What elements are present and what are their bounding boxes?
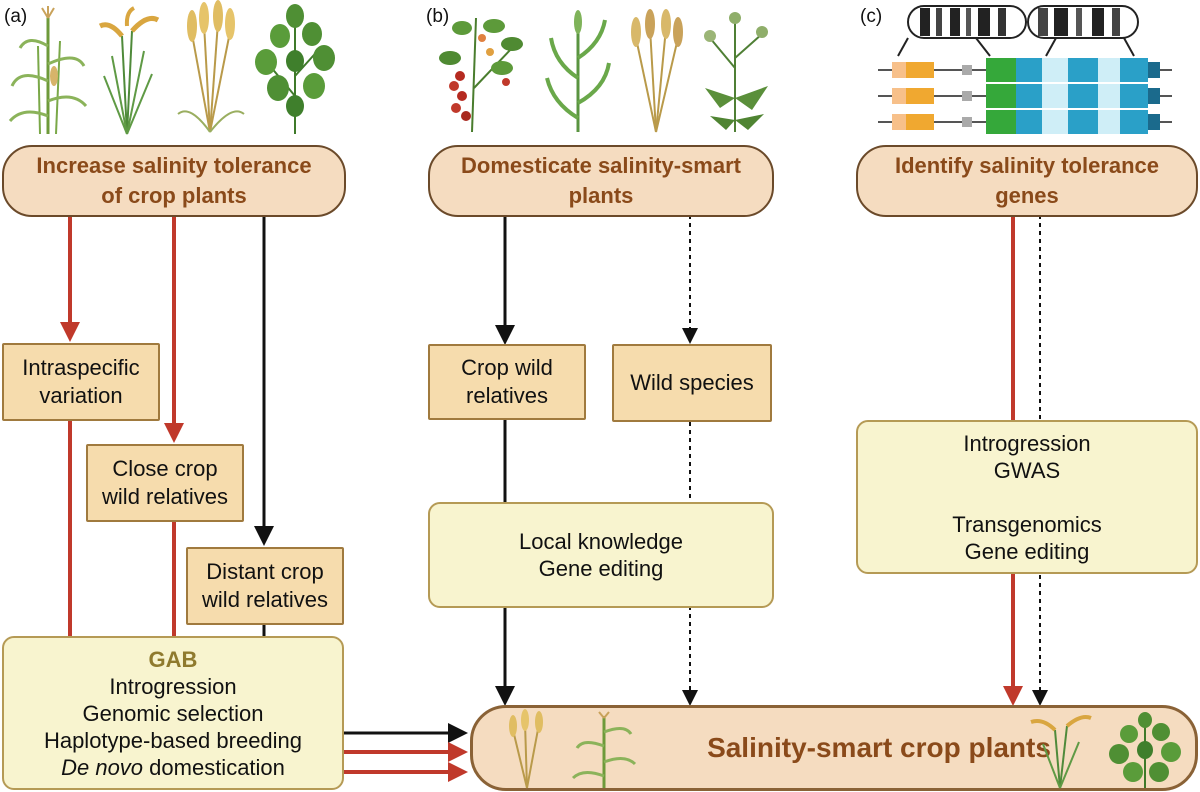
arrow-a-intraspecific [60, 215, 80, 342]
header-increase-tolerance-text: Increase salinity tolerance of crop plan… [36, 153, 312, 208]
chromosome-icon [897, 5, 1139, 57]
rice-plant-icon-final [1030, 715, 1092, 789]
wheat-plant-icon-b [631, 9, 683, 133]
arrow-b-crop-wild [495, 215, 515, 345]
panel-label-b: (b) [426, 6, 450, 27]
wheat-plant-icon [177, 0, 245, 133]
gene-row-2 [878, 84, 1172, 108]
gab-haplotype-breeding: Haplotype-based breeding [43, 727, 303, 753]
gab-genomic-selection: Genomic selection [82, 700, 264, 726]
arrow-b-methods-final [495, 608, 515, 706]
box-gab: GAB Introgression Genomic selection Hapl… [2, 636, 344, 790]
wheat-plant-icon-final [509, 709, 543, 789]
crop-wild-relatives-text: Crop wild relatives [461, 355, 553, 408]
gab-title: GAB [148, 646, 198, 672]
gene-model-icon [878, 58, 1172, 134]
panel-label-c: (c) [860, 6, 883, 27]
gene-methods-text: Introgression GWAS Transgenomics Gene ed… [952, 430, 1102, 564]
grass-plant-icon [545, 10, 611, 132]
arrow-gab-final-red-1 [344, 742, 468, 762]
arrow-b-wild-final [682, 422, 698, 706]
soybean-plant-icon-final [1109, 712, 1181, 788]
arrow-a-distant [254, 215, 274, 546]
final-title: Salinity-smart crop plants [707, 732, 1051, 763]
maize-plant-icon-final [571, 711, 637, 788]
close-wild-relatives-text: Close crop wild relatives [102, 456, 228, 509]
box-intraspecific-variation: Intraspecific variation [2, 343, 160, 421]
de-novo-italic: De novo [61, 754, 144, 780]
box-crop-wild-relatives: Crop wild relatives [428, 344, 586, 420]
gene-row-1 [878, 58, 1172, 82]
distant-wild-relatives-text: Distant crop wild relatives [202, 559, 328, 612]
gab-de-novo-domestication: De novo domestication [61, 754, 285, 781]
box-distant-wild-relatives: Distant crop wild relatives [186, 547, 344, 625]
box-gene-methods: Introgression GWAS Transgenomics Gene ed… [856, 420, 1198, 574]
wild-species-text: Wild species [630, 370, 754, 395]
header-identify-genes: Identify salinity tolerance genes [856, 145, 1198, 217]
arrow-a-close [164, 215, 184, 443]
box-salinity-smart-crops: Salinity-smart crop plants [470, 705, 1198, 791]
box-close-wild-relatives: Close crop wild relatives [86, 444, 244, 522]
intraspecific-text: Intraspecific variation [22, 355, 140, 408]
quinoa-plant-icon [704, 12, 768, 132]
maize-plant-icon [8, 6, 88, 135]
header-identify-genes-text: Identify salinity tolerance genes [894, 153, 1160, 208]
tomato-plant-icon [439, 17, 523, 133]
rice-plant-icon [98, 6, 160, 135]
header-domesticate: Domesticate salinity-smart plants [428, 145, 774, 217]
gab-introgression: Introgression [109, 673, 237, 699]
domestication-text: domestication [143, 754, 285, 780]
arrow-gab-final-black [344, 723, 468, 743]
arrow-c-dashed [1032, 215, 1048, 706]
header-increase-tolerance: Increase salinity tolerance of crop plan… [2, 145, 346, 217]
arrow-b-wild-species [682, 215, 698, 344]
box-wild-species: Wild species [612, 344, 772, 422]
local-knowledge-text: Local knowledge Gene editing [519, 529, 683, 581]
panel-label-a: (a) [4, 6, 28, 27]
arrow-gab-final-red-2 [344, 762, 468, 782]
soybean-plant-icon [255, 4, 335, 134]
gene-row-3 [878, 110, 1172, 134]
box-local-knowledge: Local knowledge Gene editing [428, 502, 774, 608]
header-domesticate-text: Domesticate salinity-smart plants [461, 153, 741, 208]
